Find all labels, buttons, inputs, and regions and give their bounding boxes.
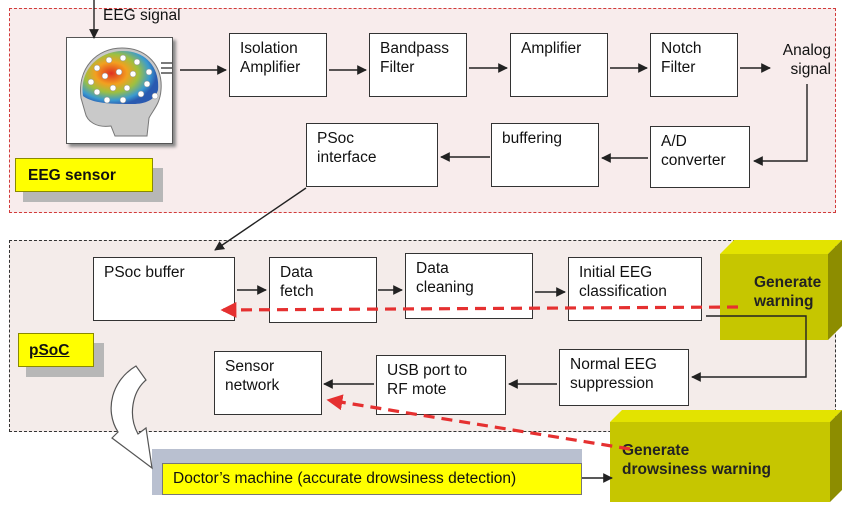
generate-warning-block: Generate warning: [720, 240, 842, 340]
initial-eeg-classification-box: Initial EEG classification: [568, 257, 702, 321]
usb-port-box: USB port to RF mote: [376, 355, 506, 415]
eeg-sensor-label: EEG sensor: [15, 158, 163, 202]
sensor-network-box: Sensor network: [214, 351, 322, 415]
data-fetch-box: Data fetch: [269, 257, 377, 323]
buffering-box: buffering: [491, 123, 599, 187]
isolation-amplifier-box: Isolation Amplifier: [229, 33, 327, 97]
analog-signal-label: Analog signal: [782, 42, 831, 78]
psoc-label: pSoC: [18, 333, 104, 377]
eeg-signal-label: EEG signal: [103, 7, 181, 24]
generate-drowsiness-warning-block: Generate drowsiness warning: [610, 410, 842, 502]
psoc-to-doctor-curved-arrow: [110, 365, 153, 470]
eeg-head-image: [66, 37, 173, 144]
bandpass-filter-box: Bandpass Filter: [369, 33, 467, 97]
normal-eeg-suppression-box: Normal EEG suppression: [559, 349, 689, 406]
psoc-interface-box: PSoc interface: [306, 123, 438, 187]
psoc-buffer-box: PSoc buffer: [93, 257, 235, 321]
notch-filter-box: Notch Filter: [650, 33, 738, 97]
amplifier-box: Amplifier: [510, 33, 608, 97]
psoc-interface-to-buffer-arrow: [214, 187, 307, 251]
warning-feedback-dashed-arrow: [220, 301, 739, 318]
analog-to-adc-arrow: [753, 84, 808, 166]
brain-cap-icon: [80, 47, 172, 137]
initial-to-normal-arrow: [691, 315, 807, 382]
ad-converter-box: A/D converter: [650, 126, 750, 188]
doctors-machine-box: Doctor’s machine (accurate drowsiness de…: [152, 449, 596, 497]
drowsiness-to-network-dashed-arrow: [326, 394, 631, 451]
